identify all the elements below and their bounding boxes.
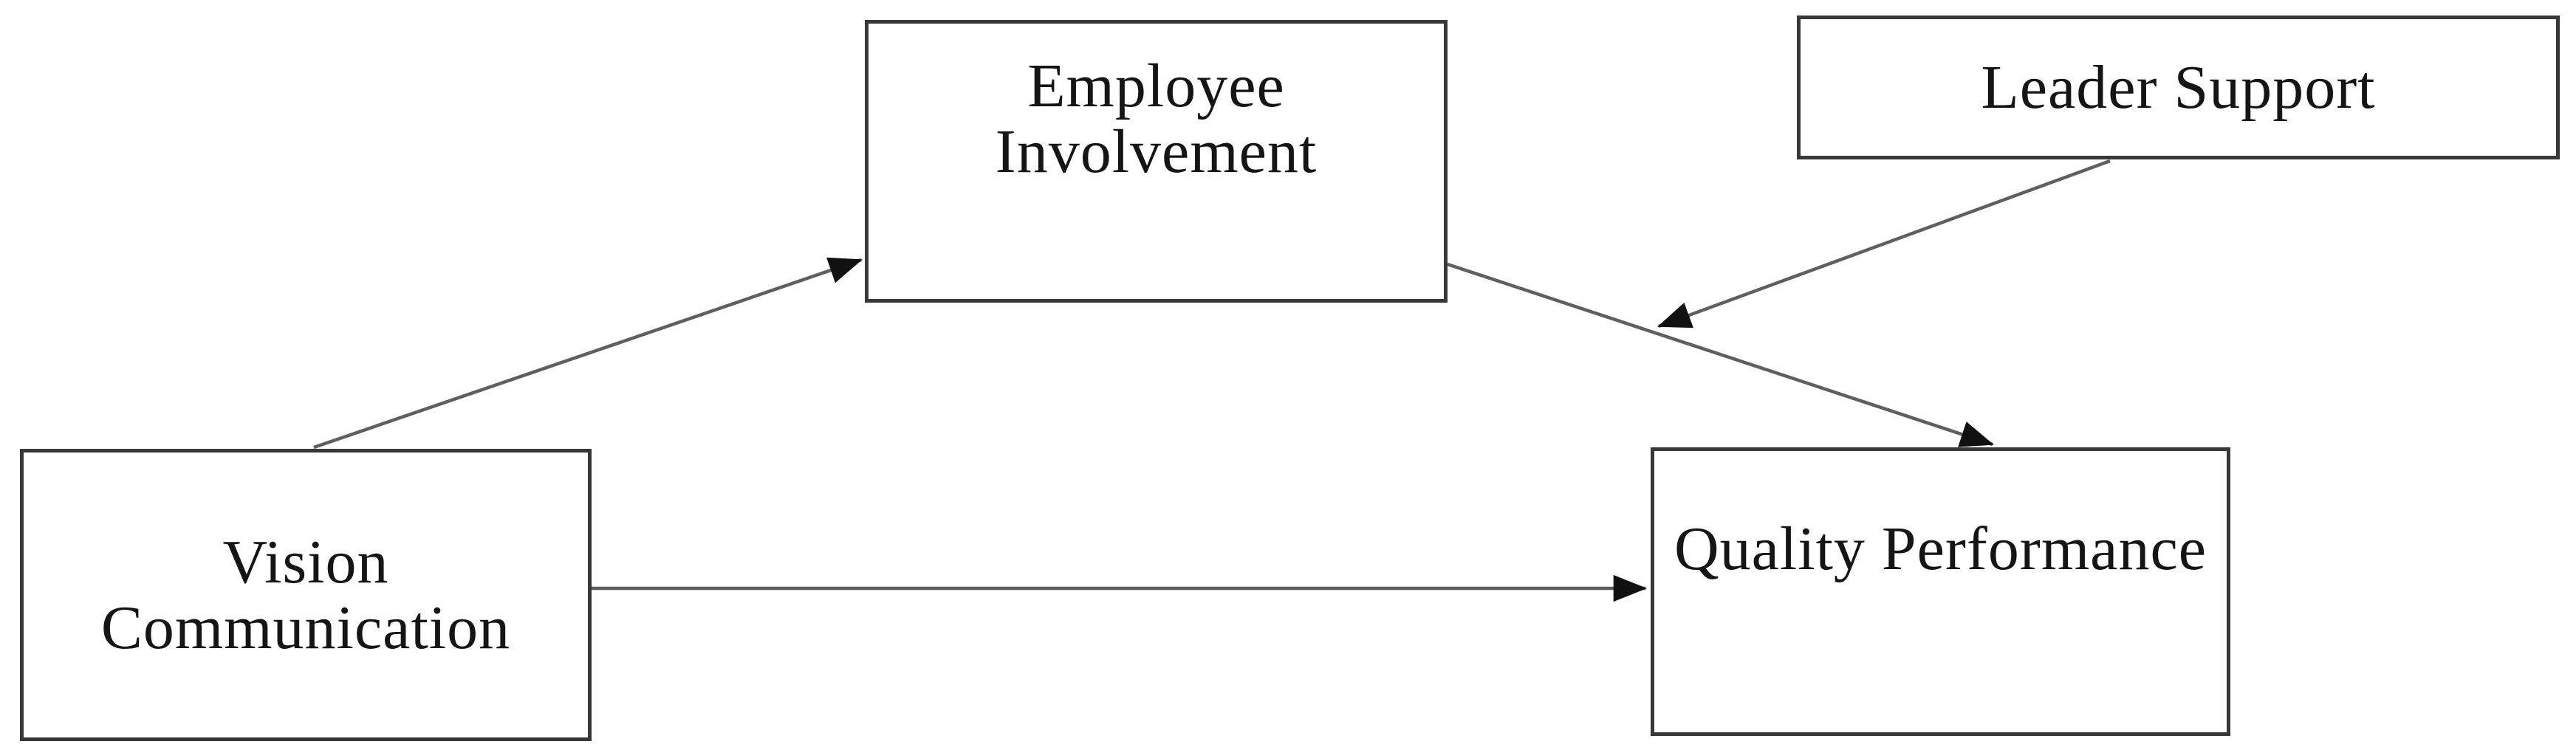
node-vision-communication-label: Vision Communication [100, 527, 511, 662]
node-leader-support: Leader Support [1797, 16, 2560, 159]
node-quality-performance: Quality Performance [1651, 447, 2230, 736]
node-vision-communication: Vision Communication [20, 449, 592, 741]
node-employee-involvement: Employee Involvement [865, 20, 1448, 303]
node-quality-performance-label: Quality Performance [1674, 515, 2207, 583]
node-leader-support-label: Leader Support [1981, 52, 2376, 122]
node-employee-involvement-label: Employee Involvement [995, 52, 1318, 187]
arrow-vision-to-employee [313, 257, 863, 450]
arrow-employee-to-quality [1447, 262, 1994, 447]
arrow-leader-to-mediation-path [1657, 159, 2111, 328]
